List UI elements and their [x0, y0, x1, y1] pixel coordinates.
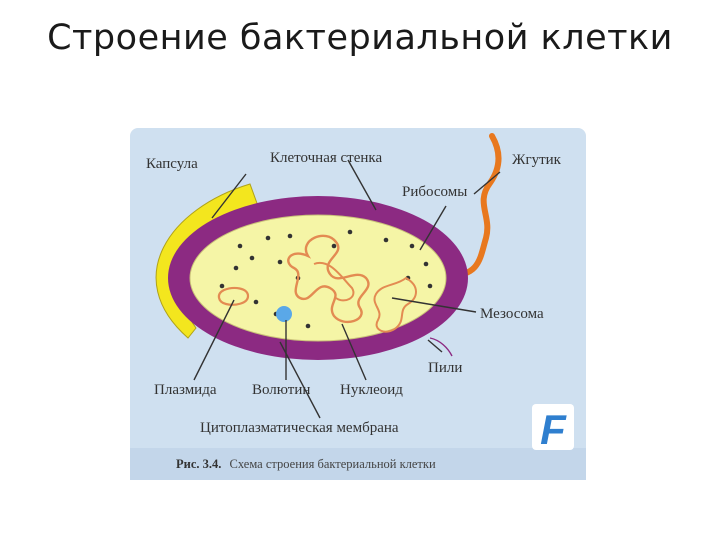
nucleoid-inner [313, 261, 355, 302]
label-pili: Пили [428, 360, 462, 376]
flagellum-shape [445, 133, 502, 279]
slide-title: Строение бактериальной клетки [47, 18, 673, 58]
caption-number: Рис. 3.4. [176, 457, 221, 471]
nucleoid-shape [287, 234, 370, 324]
label-ribosomes: Рибосомы [402, 184, 467, 200]
caption-text: Схема строения бактериальной клетки [230, 457, 436, 471]
label-flagellum: Жгутик [512, 152, 562, 168]
label-capsule: Капсула [146, 156, 198, 172]
logo-box [532, 404, 574, 450]
label-plasmid: Плазмида [154, 382, 217, 398]
mesosome-shape [373, 276, 417, 333]
label-membrane: Цитоплазматическая мембрана [200, 420, 399, 436]
caption-strip [130, 448, 586, 480]
plasmid-shape [217, 286, 250, 306]
label-nucleoid: Нуклеоид [340, 382, 403, 398]
label-cell-wall: Клеточная стенка [270, 150, 382, 166]
bacterial-cell-figure: Капсула Клеточная стенка Жгутик Рибосомы… [130, 128, 586, 480]
label-volutin: Волютин [252, 382, 310, 398]
leader-lines [193, 159, 501, 419]
pili-shape [429, 337, 453, 357]
svg-text:Рис. 3.4. Схема строения б: Рис. 3.4. Схема строения бактериальной к… [176, 457, 436, 471]
logo-letter: F [540, 406, 567, 453]
label-mesosome: Мезосома [480, 306, 544, 322]
cytoplasm-shape [189, 214, 447, 342]
volutin-shape [276, 306, 292, 322]
